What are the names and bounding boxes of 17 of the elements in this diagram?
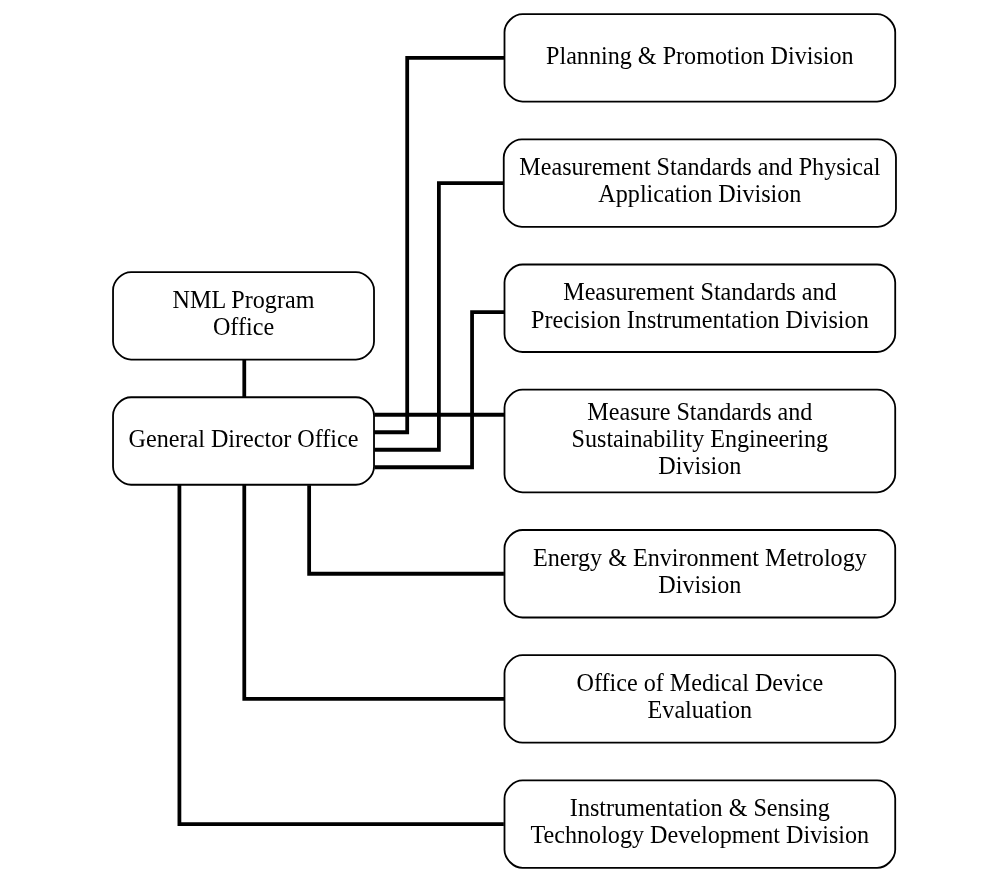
- connector: [373, 412, 504, 417]
- connector: [241, 359, 246, 398]
- node-box: Office of Medical Device Evaluation: [503, 654, 896, 744]
- node-box: Energy & Environment Metrology Division: [503, 529, 896, 619]
- connector: [373, 55, 504, 435]
- node-box: Measure Standards and Sustainability Engineering Division: [503, 388, 896, 494]
- node-box: Planning & Promotion Division: [503, 13, 896, 103]
- connector: [306, 485, 504, 576]
- node-box: NML Program Office: [111, 271, 375, 361]
- connector: [373, 181, 503, 452]
- node-box: Measurement Standards and Physical Application Division: [502, 138, 897, 228]
- node-box: Instrumentation & Sensing Technology Development Division: [503, 779, 896, 869]
- connector: [374, 310, 504, 470]
- node-box: Measurement Standards and Precision Instrumentation Division: [503, 263, 896, 353]
- node-box: General Director Office: [111, 396, 375, 486]
- connector: [241, 484, 504, 701]
- connector: [177, 484, 504, 827]
